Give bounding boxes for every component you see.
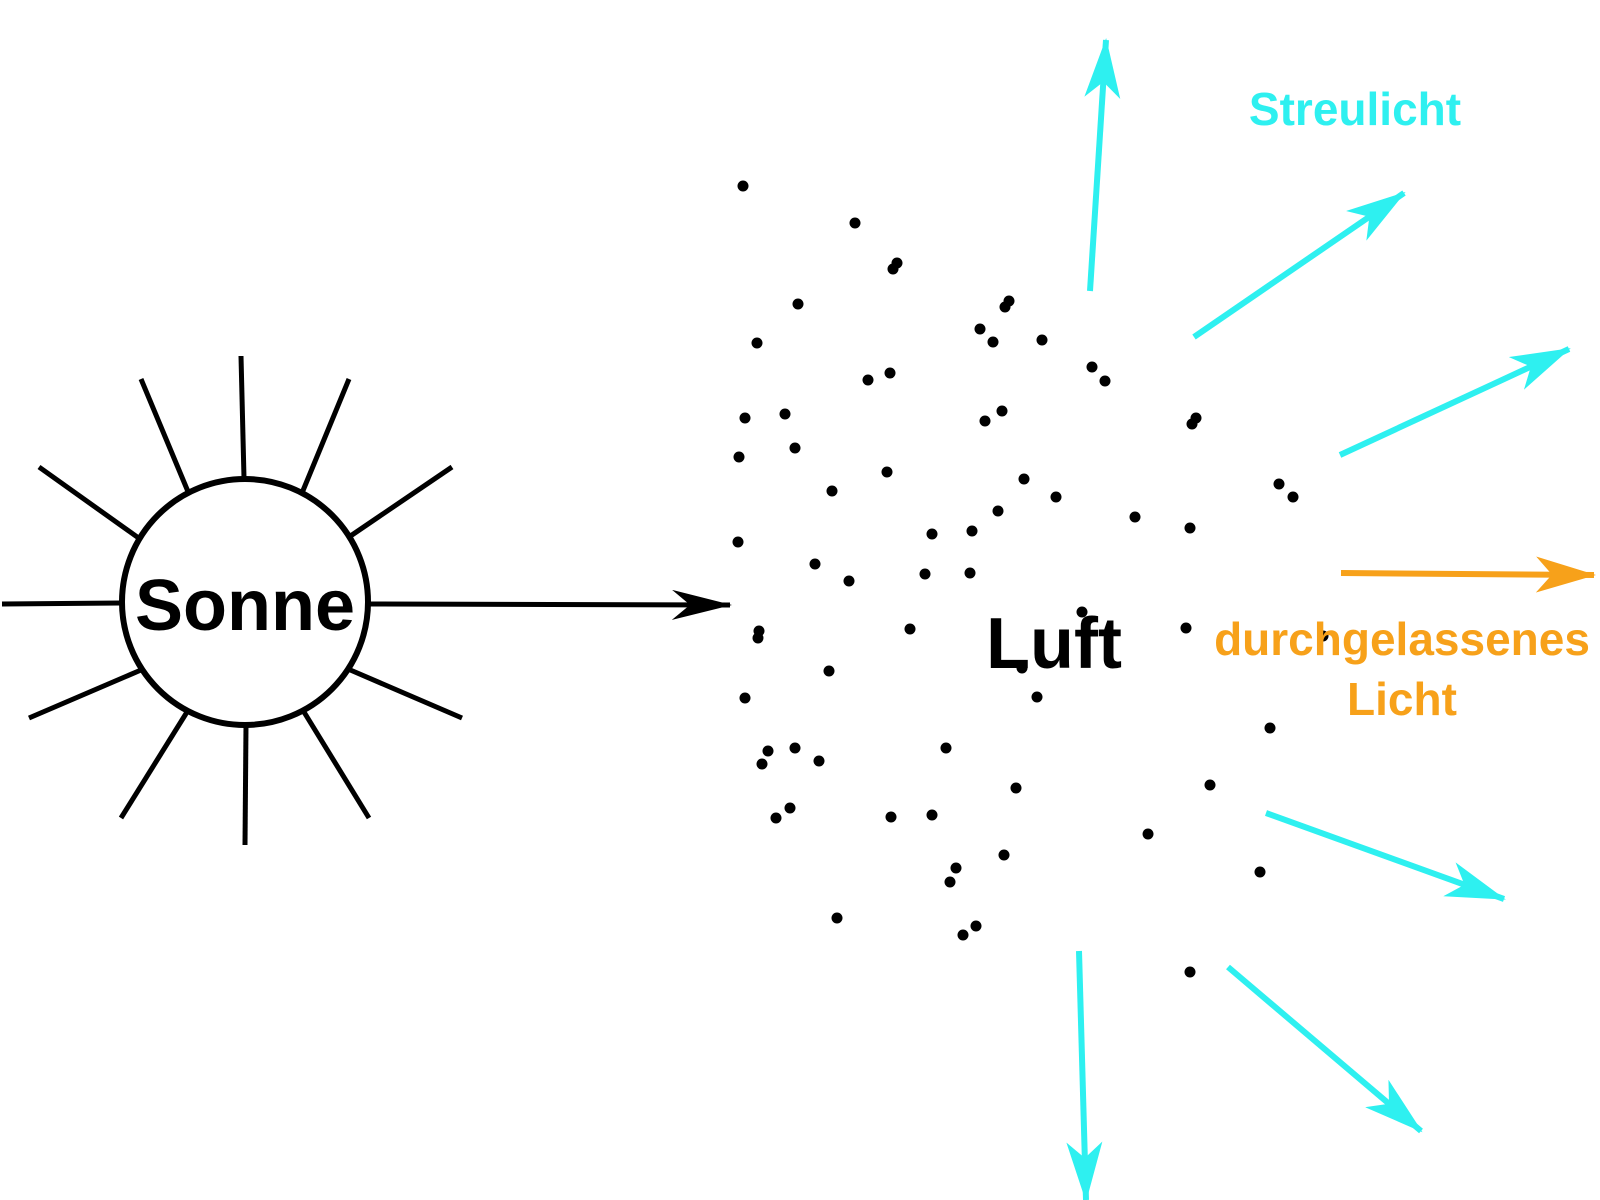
sun-ray bbox=[301, 710, 372, 820]
air-particle bbox=[739, 692, 751, 704]
air-particle bbox=[1273, 478, 1285, 490]
sun-ray bbox=[347, 666, 463, 721]
scattered-ray-arrow bbox=[1084, 38, 1121, 292]
air-particle bbox=[732, 536, 744, 548]
air-particle bbox=[904, 623, 916, 635]
air-particle bbox=[809, 558, 821, 570]
air-particle bbox=[843, 575, 855, 587]
air-particle bbox=[926, 809, 938, 821]
air-particle bbox=[1036, 334, 1048, 346]
air-particle bbox=[733, 451, 745, 463]
air-particle bbox=[1076, 606, 1088, 618]
scattered-ray-arrow bbox=[1338, 346, 1571, 458]
air-label: Luft bbox=[986, 604, 1122, 684]
air-particle bbox=[926, 528, 938, 540]
air-particle bbox=[1184, 522, 1196, 534]
sun-ray bbox=[37, 464, 142, 542]
air-particle bbox=[862, 374, 874, 386]
air-particle bbox=[1317, 630, 1329, 642]
scattered-ray-arrow bbox=[1066, 950, 1103, 1200]
air-particle bbox=[940, 742, 952, 754]
air-particle bbox=[970, 920, 982, 932]
air-particle bbox=[1180, 622, 1192, 634]
air-particle bbox=[792, 298, 804, 310]
air-particle bbox=[789, 742, 801, 754]
air-particle bbox=[1264, 722, 1276, 734]
air-particle bbox=[966, 525, 978, 537]
transmitted-light-label-line2: Licht bbox=[1347, 673, 1457, 725]
air-particle bbox=[992, 505, 1004, 517]
air-particle bbox=[887, 263, 899, 275]
air-particle bbox=[884, 367, 896, 379]
air-particle bbox=[987, 336, 999, 348]
air-particle bbox=[1287, 491, 1299, 503]
air-particle bbox=[770, 812, 782, 824]
air-particle bbox=[784, 802, 796, 814]
incoming-ray-arrow bbox=[368, 589, 732, 620]
air-particle bbox=[779, 408, 791, 420]
air-particle bbox=[752, 632, 764, 644]
air-particle bbox=[756, 758, 768, 770]
sun-rays bbox=[1, 355, 463, 846]
air-particle bbox=[964, 567, 976, 579]
air-particle bbox=[1204, 779, 1216, 791]
air-particle bbox=[979, 415, 991, 427]
air-particle bbox=[1050, 491, 1062, 503]
air-particle bbox=[1186, 418, 1198, 430]
air-particle bbox=[826, 485, 838, 497]
air-particle bbox=[1016, 662, 1028, 674]
air-particle bbox=[998, 849, 1010, 861]
air-particle bbox=[974, 323, 986, 335]
air-particles bbox=[732, 180, 1329, 978]
sun-label: Sonne bbox=[135, 566, 355, 646]
air-particle bbox=[1086, 361, 1098, 373]
sun-ray bbox=[118, 710, 190, 820]
sun-ray bbox=[347, 464, 454, 540]
air-particle bbox=[813, 755, 825, 767]
air-particle bbox=[957, 929, 969, 941]
scattered-ray-arrow bbox=[1226, 964, 1423, 1134]
air-particle bbox=[751, 337, 763, 349]
scattered-light-arrows bbox=[1066, 38, 1571, 1200]
air-particle bbox=[849, 217, 861, 229]
air-particle bbox=[881, 466, 893, 478]
air-particle bbox=[1099, 375, 1111, 387]
scattered-ray-arrow bbox=[1192, 190, 1406, 340]
air-particle bbox=[1129, 511, 1141, 523]
air-particle bbox=[885, 811, 897, 823]
scattered-light-label: Streulicht bbox=[1249, 83, 1461, 135]
air-particle bbox=[919, 568, 931, 580]
sun-ray bbox=[138, 378, 192, 495]
sun-disc bbox=[119, 476, 371, 728]
air-particle bbox=[1254, 866, 1266, 878]
air-particle bbox=[996, 405, 1008, 417]
sun-ray bbox=[299, 378, 352, 494]
air-particle bbox=[831, 912, 843, 924]
air-particle bbox=[762, 745, 774, 757]
air-particle bbox=[999, 301, 1011, 313]
air-particle bbox=[1031, 691, 1043, 703]
sun-ray bbox=[28, 667, 142, 721]
air-particle bbox=[944, 876, 956, 888]
air-particle bbox=[737, 180, 749, 192]
air-particle bbox=[950, 862, 962, 874]
air-particle bbox=[1184, 966, 1196, 978]
sun-ray bbox=[1, 600, 122, 607]
air-particle bbox=[1010, 782, 1022, 794]
sun-icon: Sonne bbox=[1, 355, 463, 846]
sun-ray bbox=[242, 724, 249, 846]
transmitted-light-label-line1: durchgelassenes bbox=[1214, 613, 1590, 665]
sun-ray bbox=[238, 355, 247, 479]
air-particle bbox=[739, 412, 751, 424]
air-particle bbox=[1018, 473, 1030, 485]
scattered-ray-arrow bbox=[1264, 810, 1506, 902]
transmitted-ray-arrow bbox=[1340, 556, 1596, 593]
air-particle bbox=[1142, 828, 1154, 840]
air-particle bbox=[789, 442, 801, 454]
air-particle bbox=[823, 665, 835, 677]
